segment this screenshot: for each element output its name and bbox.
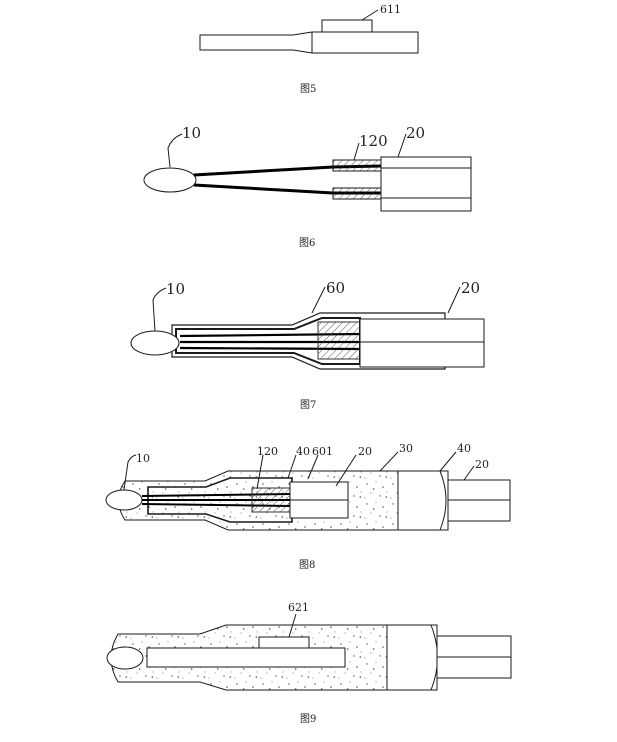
caption-fig7: 图7	[300, 399, 316, 411]
thermistor-bead-10	[130, 330, 180, 356]
sleeve-120	[251, 487, 291, 513]
label-20: 20	[406, 124, 425, 142]
figure-5	[199, 9, 419, 54]
label-120: 120	[257, 445, 278, 458]
sleeve-60	[171, 312, 446, 370]
label-10: 10	[136, 452, 150, 465]
label-10: 10	[166, 280, 185, 298]
figure-7	[130, 286, 485, 370]
sleeve-hatched	[317, 321, 363, 360]
figure-8	[105, 451, 511, 531]
leader-611	[361, 9, 379, 21]
label-30: 30	[399, 442, 413, 455]
label-611: 611	[380, 3, 401, 16]
label-120: 120	[359, 132, 388, 150]
caption-fig9: 图9	[300, 713, 316, 725]
cable-20	[359, 318, 485, 368]
figure-9	[106, 613, 512, 691]
caption-fig5: 图5	[300, 83, 316, 95]
label-60: 60	[326, 279, 345, 297]
component-621	[258, 636, 310, 649]
label-621: 621	[288, 601, 309, 614]
label-20: 20	[358, 445, 372, 458]
thermistor-bead-10	[143, 167, 197, 193]
figure-6	[143, 133, 472, 212]
caption-fig6: 图6	[299, 237, 315, 249]
shrink-tube-40	[147, 477, 293, 523]
sleeve-120-top	[332, 159, 382, 172]
sleeve-120-bottom	[332, 187, 382, 200]
label-40: 40	[296, 445, 310, 458]
probe-tip	[106, 646, 144, 670]
inner-core	[146, 647, 346, 668]
label-40: 40	[457, 442, 471, 455]
component-611	[321, 19, 373, 33]
label-10: 10	[182, 124, 201, 142]
end-cap-40	[397, 470, 449, 531]
label-20: 20	[461, 279, 480, 297]
cable-20	[380, 156, 472, 212]
label-20: 20	[475, 458, 489, 471]
sleeve-body	[199, 31, 419, 54]
thermistor-bead-10	[105, 489, 143, 511]
label-601: 601	[312, 445, 333, 458]
caption-fig8: 图8	[299, 559, 315, 571]
end-cap	[386, 624, 438, 691]
